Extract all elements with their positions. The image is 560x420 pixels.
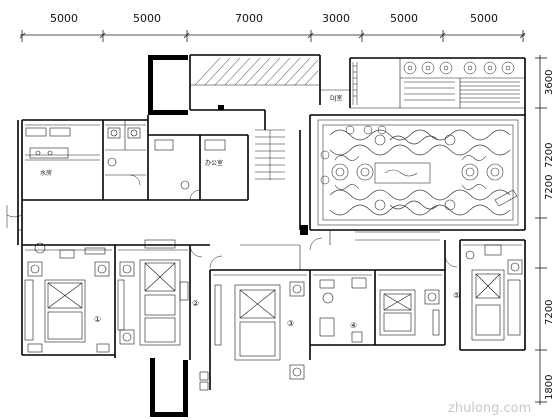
dim-top-5: 5000 xyxy=(390,12,418,25)
hatched-stair xyxy=(194,57,319,86)
label-bureau: DJ室 xyxy=(330,94,342,102)
label-water-room: 水房 xyxy=(40,169,52,177)
dim-top-3: 7000 xyxy=(235,12,263,25)
dim-top-6: 5000 xyxy=(470,12,498,25)
stairs-center xyxy=(255,129,285,180)
label-office: 办公室 xyxy=(205,159,223,167)
hall-ornament xyxy=(317,119,519,226)
dim-top-1: 5000 xyxy=(50,12,78,25)
top-dimension xyxy=(19,30,526,42)
dim-right-5: 1800 xyxy=(544,375,555,400)
room-3-number: ③ xyxy=(287,319,294,328)
dim-right-2: 7200 xyxy=(544,143,555,168)
room-5-number: ⑤ xyxy=(453,291,460,300)
watermark: zhulong.com xyxy=(448,401,531,416)
plants xyxy=(320,61,515,185)
room-5-furniture xyxy=(465,244,523,341)
room-2-number: ② xyxy=(192,299,199,308)
dim-right-3: 7200 xyxy=(544,175,555,200)
upper-left-fixtures xyxy=(25,127,226,190)
room-2-furniture xyxy=(117,239,189,346)
room-4-furniture xyxy=(319,277,440,343)
doors xyxy=(6,174,458,269)
room-1-furniture xyxy=(24,242,110,353)
interior-lines xyxy=(18,58,525,276)
room-1-number: ① xyxy=(94,315,101,324)
stairs-small xyxy=(352,62,358,105)
dim-top-4: 3000 xyxy=(322,12,350,25)
structural-columns xyxy=(148,55,308,417)
dim-right-4: 7200 xyxy=(544,300,555,325)
stairs-right xyxy=(404,81,520,103)
right-dimension xyxy=(535,55,547,405)
room-4-number: ④ xyxy=(350,321,357,330)
dim-right-1: 3600 xyxy=(544,70,555,95)
room-3-furniture xyxy=(199,281,305,391)
walls xyxy=(17,54,526,390)
dim-top-2: 5000 xyxy=(133,12,161,25)
